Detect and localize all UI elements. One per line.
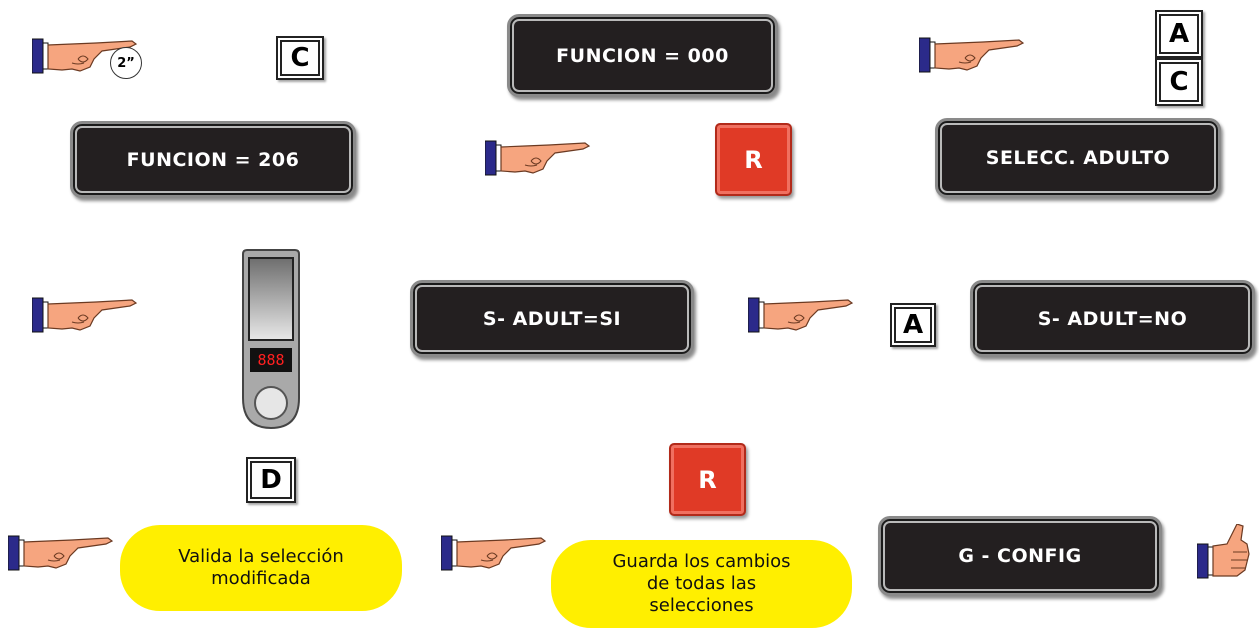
- display-s-adult-no: S- ADULT=NO: [970, 280, 1255, 357]
- note-valida-seleccion: Valida la selección modificada: [120, 525, 402, 611]
- display-selecc-adulto: SELECC. ADULTO: [935, 118, 1221, 198]
- key-a[interactable]: A: [890, 303, 936, 347]
- timer-badge: 2”: [110, 47, 142, 79]
- key-c[interactable]: C: [1155, 58, 1203, 106]
- note-guarda-cambios: Guarda los cambios de todas las seleccio…: [551, 540, 852, 628]
- device-display-readout: 888: [257, 351, 285, 369]
- key-r[interactable]: R: [715, 123, 792, 196]
- display-g-config: G - CONFIG: [878, 516, 1162, 596]
- key-c[interactable]: C: [276, 36, 324, 80]
- display-funcion-206: FUNCION = 206: [70, 121, 356, 198]
- display-funcion-000: FUNCION = 000: [507, 14, 778, 97]
- pointing-hand-icon: [748, 297, 853, 333]
- pointing-hand-icon: [441, 535, 546, 571]
- key-d[interactable]: D: [246, 457, 296, 503]
- card-reader-device: 888: [239, 248, 303, 431]
- display-s-adult-si: S- ADULT=SI: [410, 280, 694, 357]
- pointing-hand-icon: [32, 297, 137, 333]
- key-a[interactable]: A: [1155, 10, 1203, 58]
- pointing-hand-icon: [485, 140, 590, 176]
- thumbs-up-icon: [1197, 524, 1250, 579]
- pointing-hand-icon: [8, 535, 113, 571]
- key-r[interactable]: R: [669, 443, 746, 516]
- pointing-hand-icon: [919, 37, 1024, 73]
